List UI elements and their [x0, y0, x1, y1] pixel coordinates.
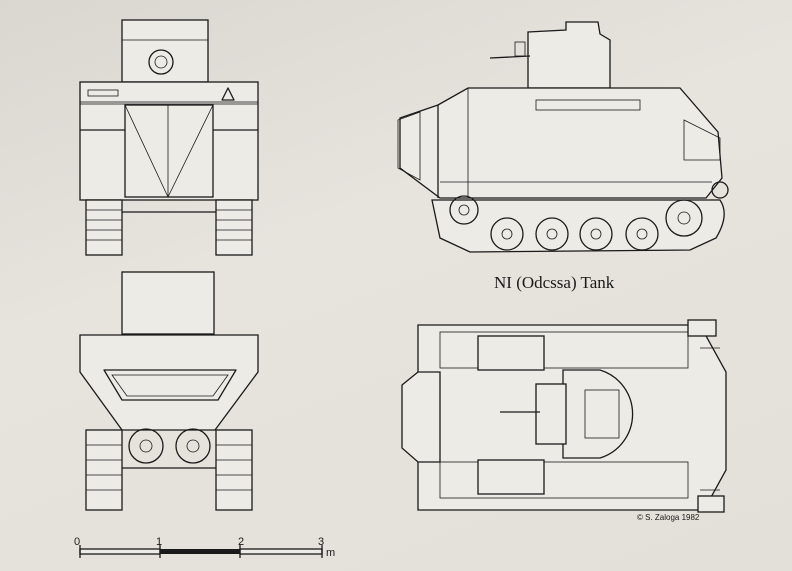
- front-view: [79, 19, 259, 256]
- scale-label-1: 1: [156, 536, 162, 548]
- credit-text: © S. Zaloga 1982: [637, 513, 700, 522]
- drawing-caption: NI (Odcssa) Tank: [494, 273, 615, 292]
- rear-view: [79, 271, 259, 511]
- scale-unit: m: [326, 547, 335, 559]
- side-view: [397, 21, 729, 253]
- scale-bar: 0 1 2 3 m: [74, 536, 335, 559]
- scale-label-0: 0: [74, 536, 80, 548]
- top-view: [401, 319, 727, 513]
- scale-label-3: 3: [318, 536, 324, 548]
- scale-label-2: 2: [238, 536, 244, 548]
